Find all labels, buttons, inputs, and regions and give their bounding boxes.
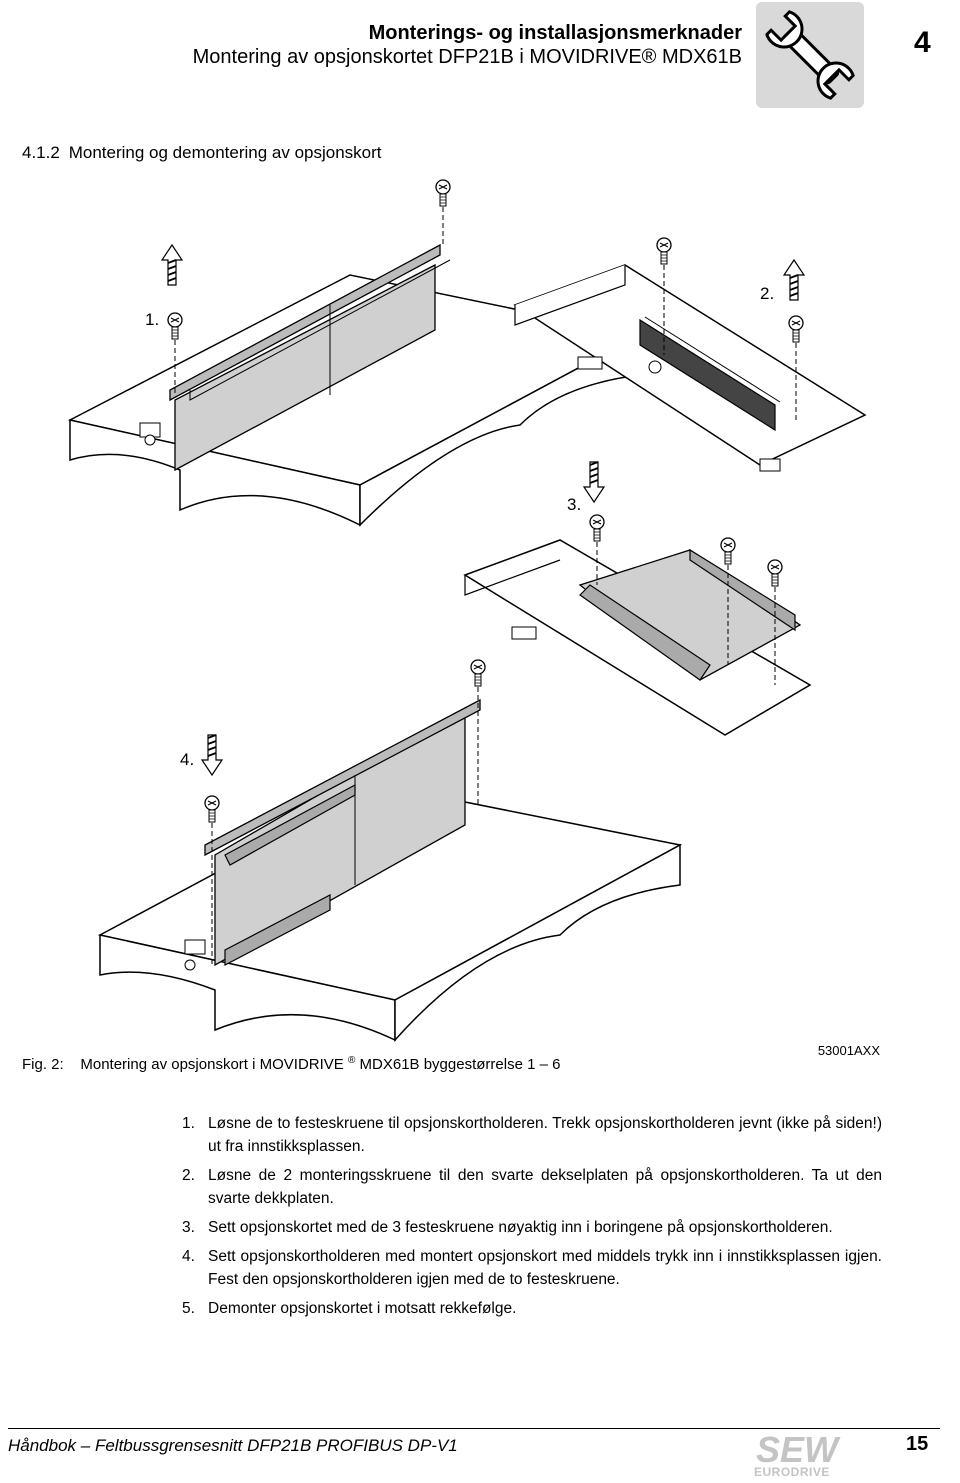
step-text: Sett opsjonskortholderen med montert ops… [208,1248,882,1288]
section-heading: 4.1.2 Montering og demontering av opsjon… [22,143,382,163]
step-number: 5. [182,1300,195,1317]
page-number: 15 [906,1433,929,1455]
footer-text: Håndbok – Feltbussgrensesnitt DFP21B PRO… [8,1436,458,1455]
step-item: 5. Demonter opsjonskortet i motsatt rekke… [182,1297,882,1320]
registered-mark: ® [347,1055,356,1066]
figure-code: 53001AXX [817,1043,880,1058]
sew-eurodrive-logo: SEW EURODRIVE [752,1428,860,1479]
figure-caption-prefix: Fig. 2: [22,1056,64,1073]
drawing-step-1: 1. [67,179,643,527]
drawing-step-3: 3. [463,461,812,736]
step-label-1: 1. [145,310,159,329]
step-number: 1. [182,1115,195,1132]
step-text: Demonter opsjonskortet i motsatt rekkefø… [208,1300,517,1317]
step-item: 1. Løsne de to festeskruene til opsjonsko… [182,1112,882,1158]
steps-list: 1. Løsne de to festeskruene til opsjonsko… [182,1112,882,1326]
chapter-number: 4 [914,26,931,59]
mounting-figure: 1. 2. [0,165,960,1045]
step-item: 4. Sett opsjonskortholderen med montert o… [182,1245,882,1291]
step-text: Løsne de to festeskruene til opsjonskort… [208,1115,882,1155]
header-subtitle: Montering av opsjonskortet DFP21B i MOVI… [192,46,742,68]
section-number: 4.1.2 [22,143,60,162]
drawing-step-4: 4. [97,687,683,1042]
section-title: Montering og demontering av opsjonskort [68,143,382,162]
svg-text:SEW: SEW [756,1429,841,1470]
step-number: 2. [182,1167,195,1184]
step-item: 3. Sett opsjonskortet med de 3 festeskrue… [182,1216,882,1239]
footer-rule [8,1428,940,1429]
wrench-icon [756,2,864,108]
step-text: Løsne de 2 monteringsskruene til den sva… [208,1167,882,1207]
svg-text:EURODRIVE: EURODRIVE [754,1465,830,1478]
step-label-4: 4. [180,750,194,769]
drawing-step-2: 2. [513,237,867,472]
step-label-2: 2. [760,284,774,303]
step-item: 2. Løsne de 2 monteringsskruene til den s… [182,1164,882,1210]
figure-caption-suffix: MDX61B byggestørrelse 1 – 6 [359,1056,561,1073]
step-text: Sett opsjonskortet med de 3 festeskruene… [208,1219,833,1236]
step-number: 3. [182,1219,195,1236]
figure-caption-main: Montering av opsjonskort i MOVIDRIVE [80,1056,344,1073]
step-number: 4. [182,1248,195,1265]
header-title: Monterings- og installasjonsmerknader [368,22,742,44]
step-label-3: 3. [567,495,581,514]
figure-caption: Fig. 2: Montering av opsjonskort i MOVID… [22,1055,560,1073]
